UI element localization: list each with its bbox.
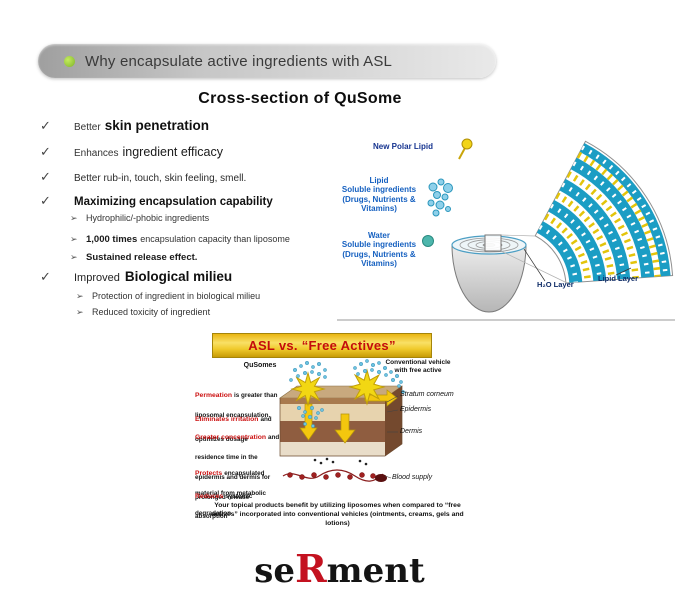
lipid-bubbles-graphic	[427, 178, 453, 217]
layer-leader-lines	[384, 395, 399, 479]
label-water-soluble: Water Soluble ingredients (Drugs, Nutrie…	[341, 231, 417, 269]
logo-text-post: ment	[326, 551, 425, 591]
check-icon: ✓	[40, 193, 51, 208]
label-h2o-layer: H₂O Layer	[537, 280, 574, 289]
qusome-spray-graphic	[289, 360, 327, 428]
leader-lines	[523, 248, 632, 282]
benefit-text: encapsulated material from metabolic deg…	[195, 470, 267, 517]
skin-graphic	[279, 359, 405, 482]
benefit-keyword: Permeation	[195, 392, 233, 399]
item-prefix: Better	[74, 122, 101, 133]
logo-text-pre: se	[254, 551, 296, 591]
benefit-keyword: Eliminates irritation	[195, 416, 259, 423]
free-active-spray-graphic	[353, 359, 405, 394]
arrow-bullet-icon: ➢	[70, 234, 78, 244]
check-icon: ✓	[40, 118, 51, 133]
qusome-graphic	[337, 138, 675, 321]
vs-banner: ASL vs. “Free Actives”	[212, 333, 432, 358]
sub-text: Protection of ingredient in biological m…	[92, 291, 261, 301]
sub-item: ➢ Sustained release effect.	[70, 252, 340, 263]
benefit-text: and residence time in the epidermis and …	[195, 434, 280, 501]
section-title: Cross-section of QuSome	[198, 90, 402, 107]
label-dermis: Dermis	[400, 428, 423, 435]
label-stratum-corneum: Stratum corneum	[400, 391, 454, 398]
label-lipid-soluble: Lipid Soluble ingredients (Drugs, Nutrie…	[341, 176, 417, 214]
qusomes-header: QuSomes	[243, 362, 277, 369]
benefit-text: systemic absorption	[195, 493, 253, 520]
splat-right-graphic	[349, 369, 385, 405]
sub-item: ➢ Reduced toxicity of ingredient	[76, 307, 340, 318]
item-prefix: Enhances	[74, 148, 119, 159]
benefit-text: is greater than liposomal encapsulation.	[195, 392, 278, 419]
bullet-dot-icon	[64, 55, 75, 67]
item-main: Maximizing encapsulation capability	[74, 196, 273, 208]
item-prefix: Improved	[74, 272, 120, 284]
benefit-keyword: Protects	[195, 470, 223, 477]
title-banner: Why encapsulate active ingredients with …	[38, 44, 496, 78]
conventional-header: Conventional vehicle with free active	[385, 359, 451, 374]
zoom-square-graphic	[484, 234, 566, 283]
penetration-arrows-graphic	[299, 389, 398, 444]
label-new-polar-lipid: New Polar Lipid	[373, 142, 434, 151]
logo-accent-letter: R	[295, 546, 327, 591]
logo: seRment	[0, 546, 679, 591]
splat-left-graphic	[291, 372, 325, 406]
item-main: Biological milieu	[124, 269, 233, 284]
blood-supply-graphic	[282, 469, 387, 482]
metabolic-dots-graphic	[313, 457, 368, 466]
check-icon: ✓	[40, 144, 51, 159]
benefit-keyword: Reduces	[195, 493, 224, 500]
benefit-text: and optimizes dosage	[195, 416, 272, 443]
check-icon: ✓	[40, 269, 51, 284]
arrow-bullet-icon: ➢	[70, 252, 78, 262]
item-main: ingredient efficacy	[122, 145, 224, 159]
item-main: skin penetration	[104, 118, 209, 133]
water-bubble-graphic	[422, 235, 434, 247]
benefit-keyword: Greater concentration	[195, 434, 267, 441]
sub-item: ➢ Hydrophilic/-phobic ingredients	[70, 213, 340, 224]
label-blood-supply: Blood supply	[392, 474, 433, 481]
sub-item: ➢ Protection of ingredient in biological…	[76, 291, 340, 302]
slide-title: Why encapsulate active ingredients with …	[85, 52, 393, 70]
sub-text: encapsulation capacity than liposome	[140, 234, 290, 244]
comparison-caption: Your topical products benefit by utilizi…	[211, 502, 464, 528]
comparison-diagram: QuSomes Conventional vehicle with free a…	[195, 358, 480, 528]
check-item: ✓ Improved Biological milieu	[40, 268, 340, 286]
qusome-wedge-graphic	[534, 140, 674, 284]
sub-bold: 1,000 times	[86, 234, 138, 245]
polar-lipid-pin-icon	[458, 138, 473, 160]
qusome-diagram: New Polar Lipid Lipid Soluble ingredient…	[333, 135, 679, 325]
arrow-bullet-icon: ➢	[76, 291, 84, 301]
check-item: ✓ Maximizing encapsulation capability	[40, 193, 340, 209]
arrow-bullet-icon: ➢	[70, 213, 78, 223]
sub-text: Hydrophilic/-phobic ingredients	[86, 213, 210, 223]
label-epidermis: Epidermis	[400, 406, 432, 413]
arrow-bullet-icon: ➢	[76, 307, 84, 317]
check-icon: ✓	[40, 169, 51, 184]
label-lipid-layer: Lipid Layer	[598, 274, 639, 283]
sub-bold: Sustained release effect.	[86, 252, 198, 263]
item-text: Better rub-in, touch, skin feeling, smel…	[74, 173, 247, 184]
check-item: ✓ Better rub-in, touch, skin feeling, sm…	[40, 169, 340, 185]
sub-text: Reduced toxicity of ingredient	[92, 307, 211, 317]
